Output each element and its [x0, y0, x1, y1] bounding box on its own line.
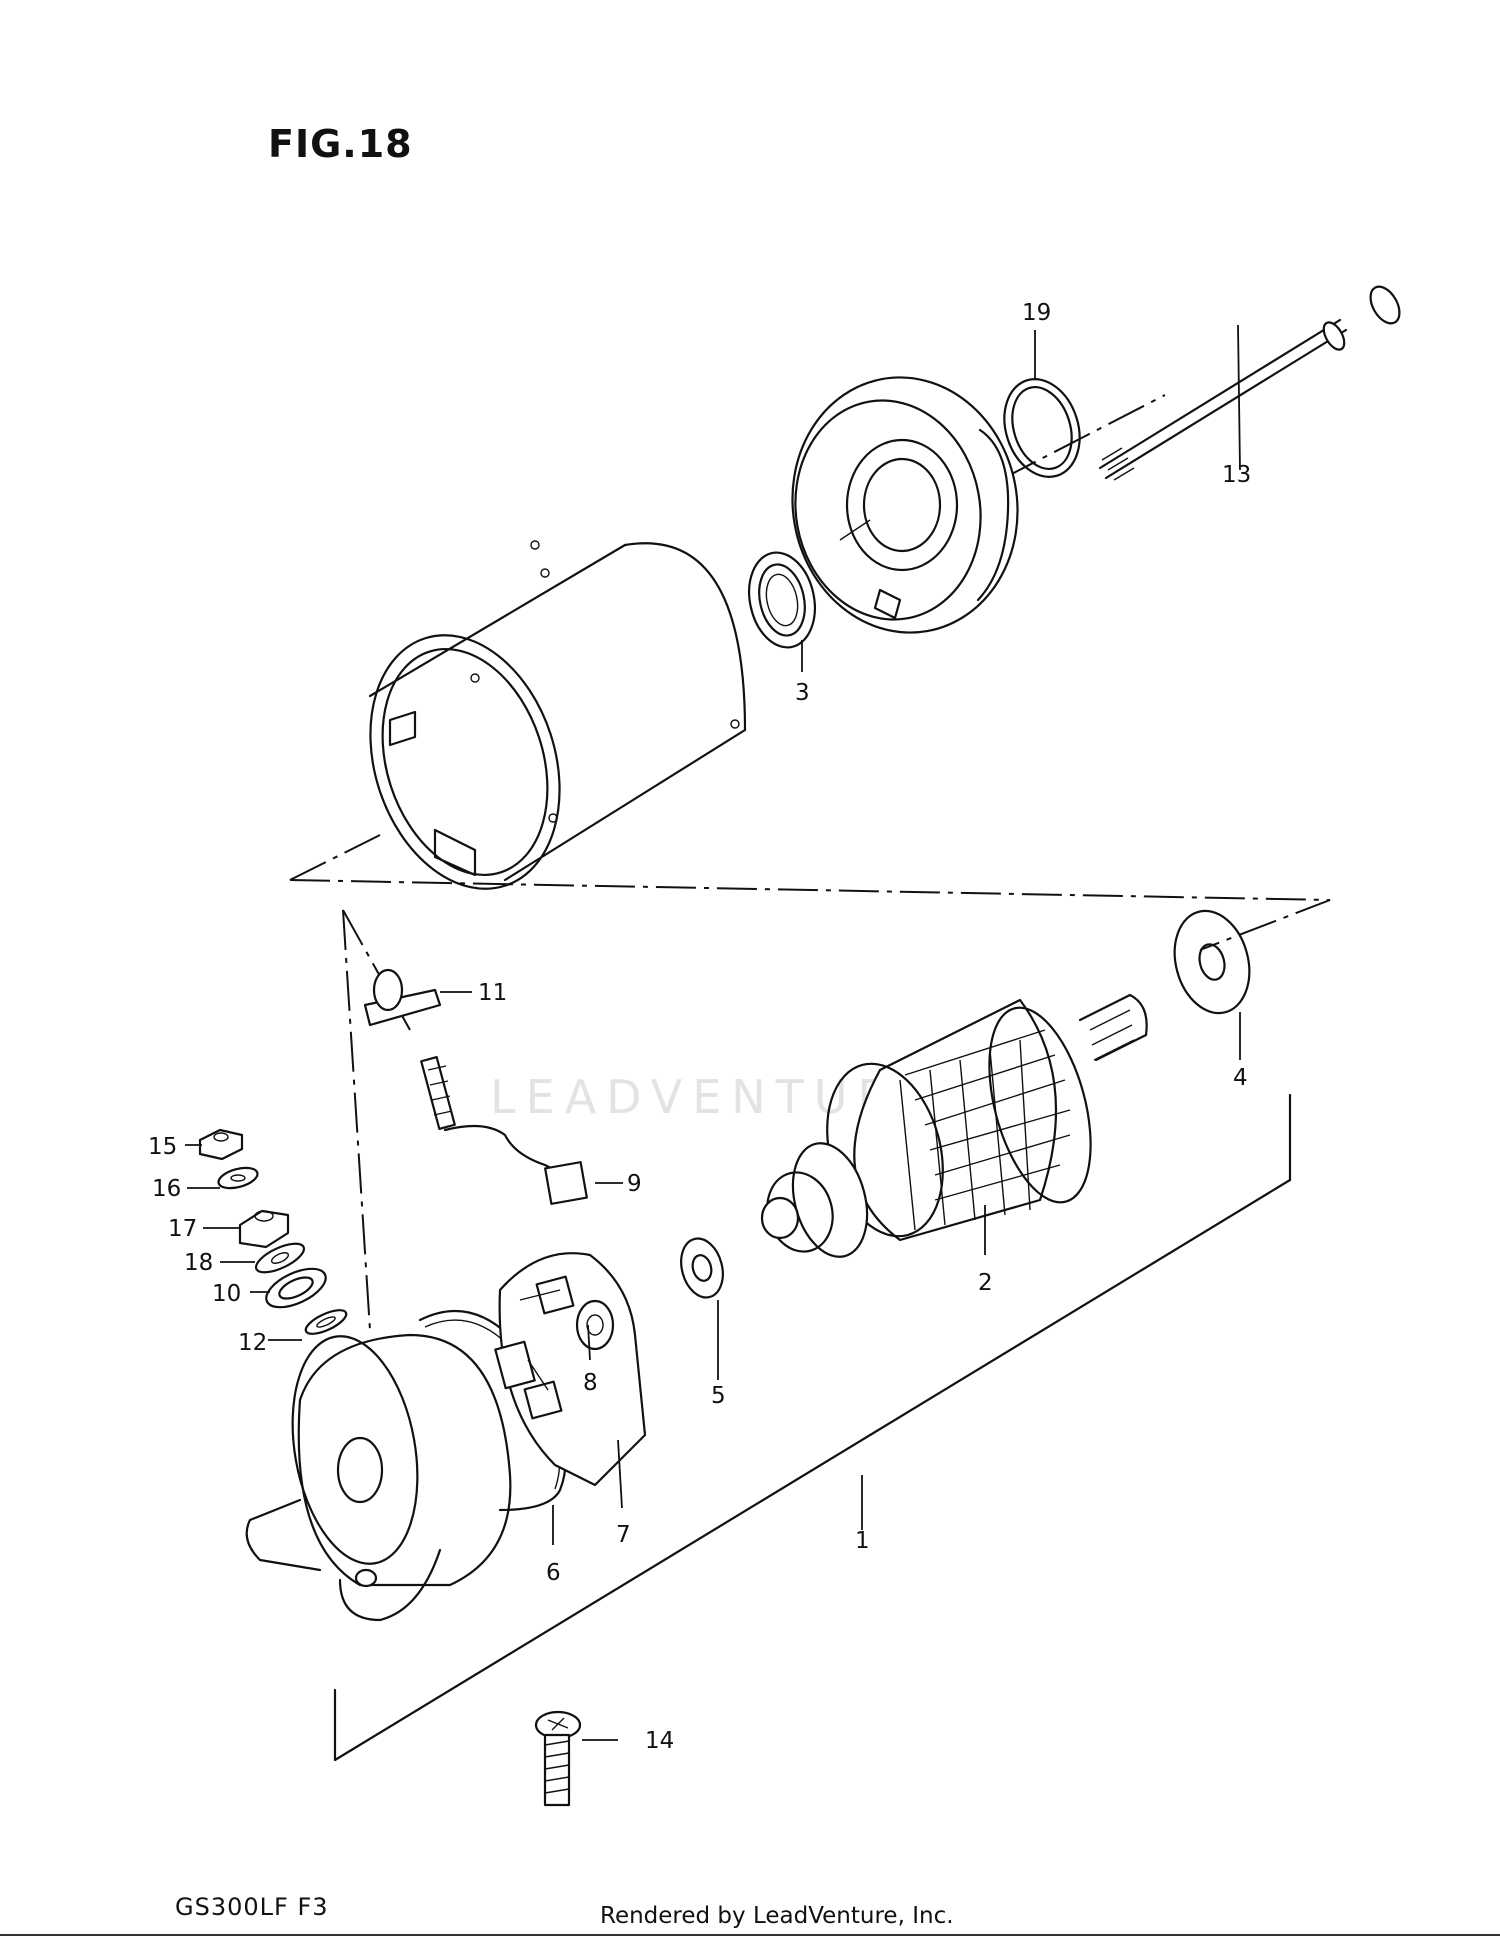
callout-11: 11 — [478, 980, 507, 1006]
leader-lines — [185, 324, 1241, 1741]
callout-19: 19 — [1022, 300, 1051, 326]
rear-housing — [245, 1333, 512, 1622]
callout-4: 4 — [1233, 1065, 1248, 1091]
figure-title: FIG.18 — [268, 122, 413, 166]
callout-10: 10 — [212, 1281, 241, 1307]
oil-seal-3 — [748, 551, 816, 649]
callout-7: 7 — [616, 1522, 631, 1548]
washer-4 — [1173, 909, 1251, 1015]
armature — [760, 993, 1148, 1258]
washer-18 — [254, 1242, 306, 1274]
assembly-bracket — [289, 394, 1331, 1762]
callout-8: 8 — [583, 1370, 598, 1396]
callout-18: 18 — [184, 1250, 213, 1276]
callout-3: 3 — [795, 680, 810, 706]
callout-17: 17 — [168, 1216, 197, 1242]
watermark: LEADVENTURE — [490, 1070, 939, 1124]
front-housing — [791, 376, 1019, 634]
through-bolt — [1098, 285, 1401, 481]
washer-5 — [680, 1237, 724, 1299]
callout-15: 15 — [148, 1134, 177, 1160]
callout-13: 13 — [1222, 462, 1251, 488]
callout-5: 5 — [711, 1383, 726, 1409]
callout-6: 6 — [546, 1560, 561, 1586]
footer-divider — [0, 1934, 1500, 1936]
nut-15 — [198, 1128, 244, 1161]
nut-17 — [238, 1209, 290, 1249]
callout-9: 9 — [627, 1171, 642, 1197]
yoke-housing — [368, 540, 747, 890]
model-code: GS300LF F3 — [175, 1893, 329, 1921]
screw-14 — [534, 1710, 582, 1807]
washer-16 — [217, 1166, 259, 1190]
brush-holder — [494, 1252, 647, 1487]
o-ring-19 — [1003, 378, 1081, 478]
callout-labels: 1 2 3 4 5 6 7 8 9 10 11 12 13 14 15 16 1… — [148, 300, 1251, 1754]
terminal-insulator — [363, 968, 442, 1027]
washer-10 — [265, 1267, 327, 1309]
callout-16: 16 — [152, 1176, 181, 1202]
callout-1: 1 — [855, 1528, 870, 1554]
brush-lead — [420, 1056, 588, 1205]
callout-14: 14 — [645, 1728, 674, 1754]
callout-12: 12 — [238, 1330, 267, 1356]
render-credit: Rendered by LeadVenture, Inc. — [600, 1903, 954, 1929]
washer-12 — [304, 1309, 348, 1335]
callout-2: 2 — [978, 1270, 993, 1296]
